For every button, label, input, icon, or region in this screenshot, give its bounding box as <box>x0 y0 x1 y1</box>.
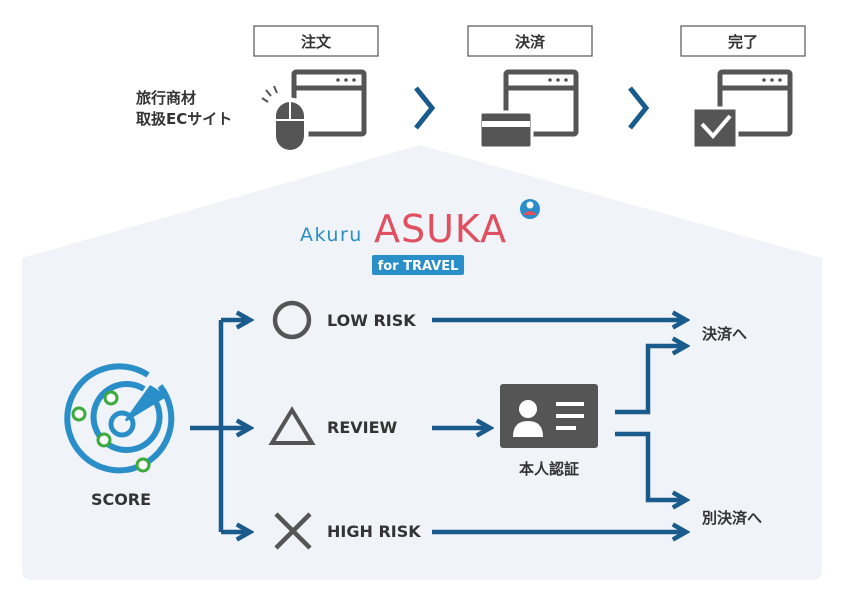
step-order-label: 注文 <box>301 33 332 51</box>
high-risk-label: HIGH RISK <box>327 522 421 541</box>
browser-mouse-icon <box>261 69 367 155</box>
auth-branch-connector <box>615 346 686 500</box>
asuka-logo: Akuru ASUKA for TRAVEL <box>300 199 540 275</box>
browser-check-icon <box>691 69 793 150</box>
review-label: REVIEW <box>327 418 398 437</box>
score-label: SCORE <box>91 490 151 509</box>
step-payment-label: 決済 <box>515 33 546 51</box>
chevron-right-icon <box>628 86 650 130</box>
person-badge-icon <box>520 199 540 219</box>
step-complete-label: 完了 <box>728 33 758 51</box>
identity-verification-label: 本人認証 <box>519 460 579 478</box>
triangle-icon <box>268 406 316 445</box>
low-risk-label: LOW RISK <box>327 311 416 330</box>
id-card-icon <box>500 384 598 448</box>
chevron-right-icon <box>414 86 436 130</box>
step-payment: 決済 <box>467 25 593 150</box>
step-order: 注文 <box>253 25 379 155</box>
brand-badge <box>372 255 464 275</box>
circle-icon <box>272 300 312 340</box>
step-complete: 完了 <box>680 25 806 150</box>
brand-prefix: Akuru <box>300 224 363 246</box>
score-branch-connector <box>190 320 250 532</box>
ec-site-label-line1: 旅行商材 <box>136 89 196 107</box>
brand-name: ASUKA <box>374 207 507 251</box>
ec-site-label-line2: 取扱ECサイト <box>136 110 232 128</box>
outcome-pay-label: 決済へ <box>702 325 747 343</box>
cross-icon <box>274 512 312 550</box>
radar-score-icon <box>64 363 175 474</box>
brand-badge-label: for TRAVEL <box>378 259 459 274</box>
browser-card-icon <box>478 69 579 150</box>
outcome-alt-pay-label: 別決済へ <box>701 509 762 527</box>
